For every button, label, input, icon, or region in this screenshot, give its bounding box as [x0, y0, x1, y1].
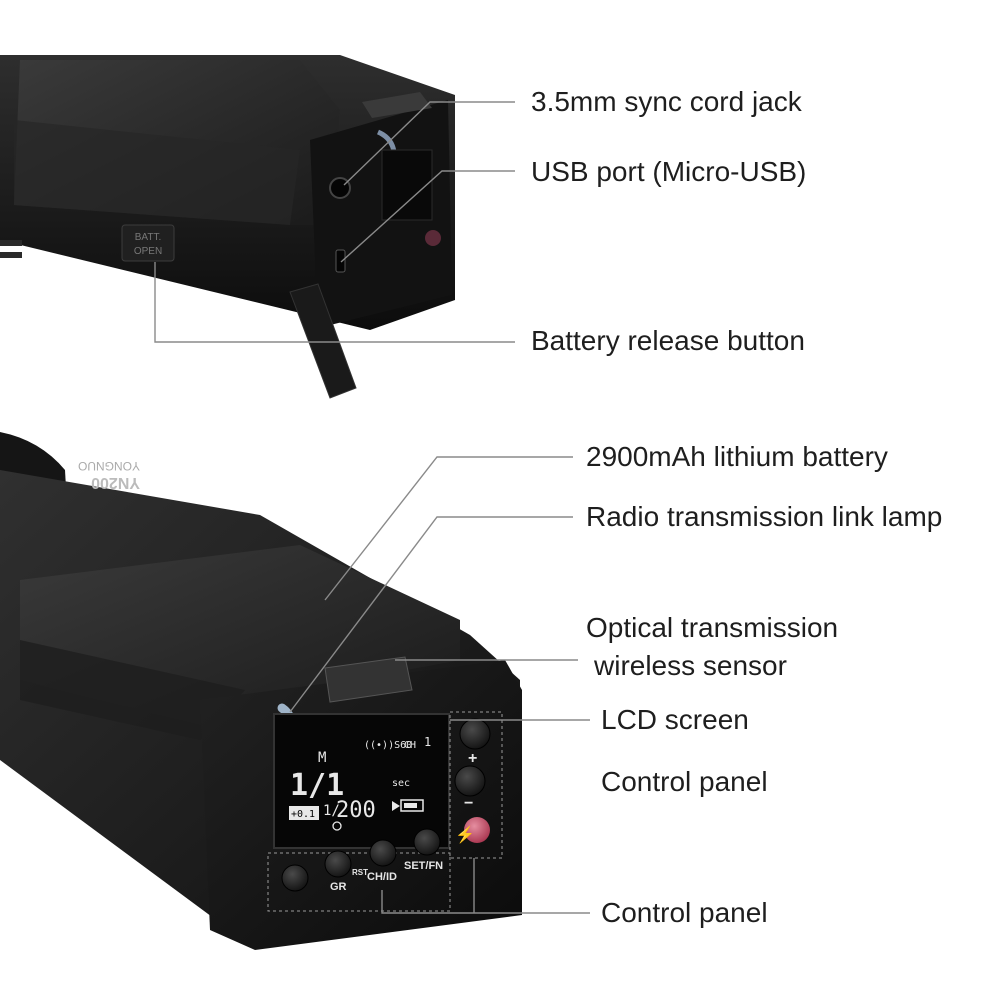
- lcd-channel-value: 1: [424, 735, 431, 749]
- plus-button: [459, 718, 491, 750]
- lcd-channel-label: CH: [404, 740, 416, 751]
- test-button: [464, 817, 490, 843]
- optical-sensor: [324, 656, 413, 703]
- callout-optical-sensor-line2: wireless sensor: [594, 650, 787, 681]
- minus-label: −: [464, 795, 473, 812]
- callout-control-panel-lower: Control panel: [601, 897, 768, 928]
- batt-label-line2: OPEN: [134, 246, 162, 257]
- line-sync-jack: [343, 101, 515, 186]
- callout-usb-port: USB port (Micro-USB): [531, 156, 807, 187]
- lcd-sec-label: sec: [392, 778, 410, 789]
- callout-lithium-battery: 2900mAh lithium battery: [586, 441, 888, 472]
- gr-button: [324, 850, 352, 878]
- sync-jack-icon: [329, 177, 351, 199]
- plus-label: +: [468, 750, 477, 767]
- batt-label-line1: BATT.: [135, 232, 161, 243]
- top-device: BATT. OPEN: [0, 55, 455, 399]
- micro-usb-icon: [335, 249, 346, 273]
- lcd-power: 1/1: [290, 768, 344, 803]
- set-fn-label: SET/FN: [404, 860, 443, 872]
- brand-label: YONGNUO: [78, 459, 140, 473]
- flash-icon: ⚡: [455, 825, 475, 844]
- control-panel-bottom-outline: [267, 852, 451, 912]
- model-label: YN200: [91, 474, 140, 491]
- lcd-battery-icon: [392, 799, 424, 812]
- bottom-device: YONGNUO YN200 M 1/1 1/ 200 +0.1 ((•))S60…: [0, 432, 522, 950]
- callout-lines: [154, 101, 590, 914]
- line-lithium-battery: [324, 456, 573, 601]
- callout-control-panel-upper: Control panel: [601, 766, 768, 797]
- callout-link-lamp: Radio transmission link lamp: [586, 501, 943, 532]
- callout-lcd-screen: LCD screen: [601, 704, 749, 735]
- ch-id-button: [369, 839, 397, 867]
- callout-optical-sensor-line1: Optical transmission: [586, 612, 839, 643]
- lcd-step-badge: +0.1: [291, 809, 315, 820]
- control-panel-right-outline: [449, 711, 503, 859]
- lcd-ratio-prefix: 1/: [323, 803, 340, 819]
- callout-sync-cord-jack: 3.5mm sync cord jack: [531, 86, 802, 117]
- lcd-power-icon: [332, 821, 342, 831]
- lcd-mode: M: [318, 750, 326, 766]
- set-fn-button: [413, 828, 441, 856]
- ch-id-label: CH/ID: [367, 871, 397, 883]
- gr-label: GR: [330, 881, 347, 893]
- callout-battery-release: Battery release button: [531, 325, 805, 356]
- battery-release-button: [121, 224, 175, 262]
- port-cover-flap: [289, 283, 357, 399]
- minus-button: [454, 765, 486, 797]
- line-usb: [340, 170, 515, 263]
- line-link-lamp: [289, 516, 573, 713]
- line-battery-release: [154, 262, 515, 343]
- lcd-wireless: ((•))S60: [364, 740, 412, 751]
- line-control-panel: [381, 890, 590, 914]
- lcd-screen: M 1/1 1/ 200 +0.1 ((•))S60 CH 1 sec: [273, 713, 450, 849]
- zoom-button: [281, 864, 309, 892]
- lcd-ratio-value: 200: [336, 798, 376, 823]
- rst-label: RST: [352, 868, 368, 877]
- lcd-step-badge-bg: [289, 806, 319, 820]
